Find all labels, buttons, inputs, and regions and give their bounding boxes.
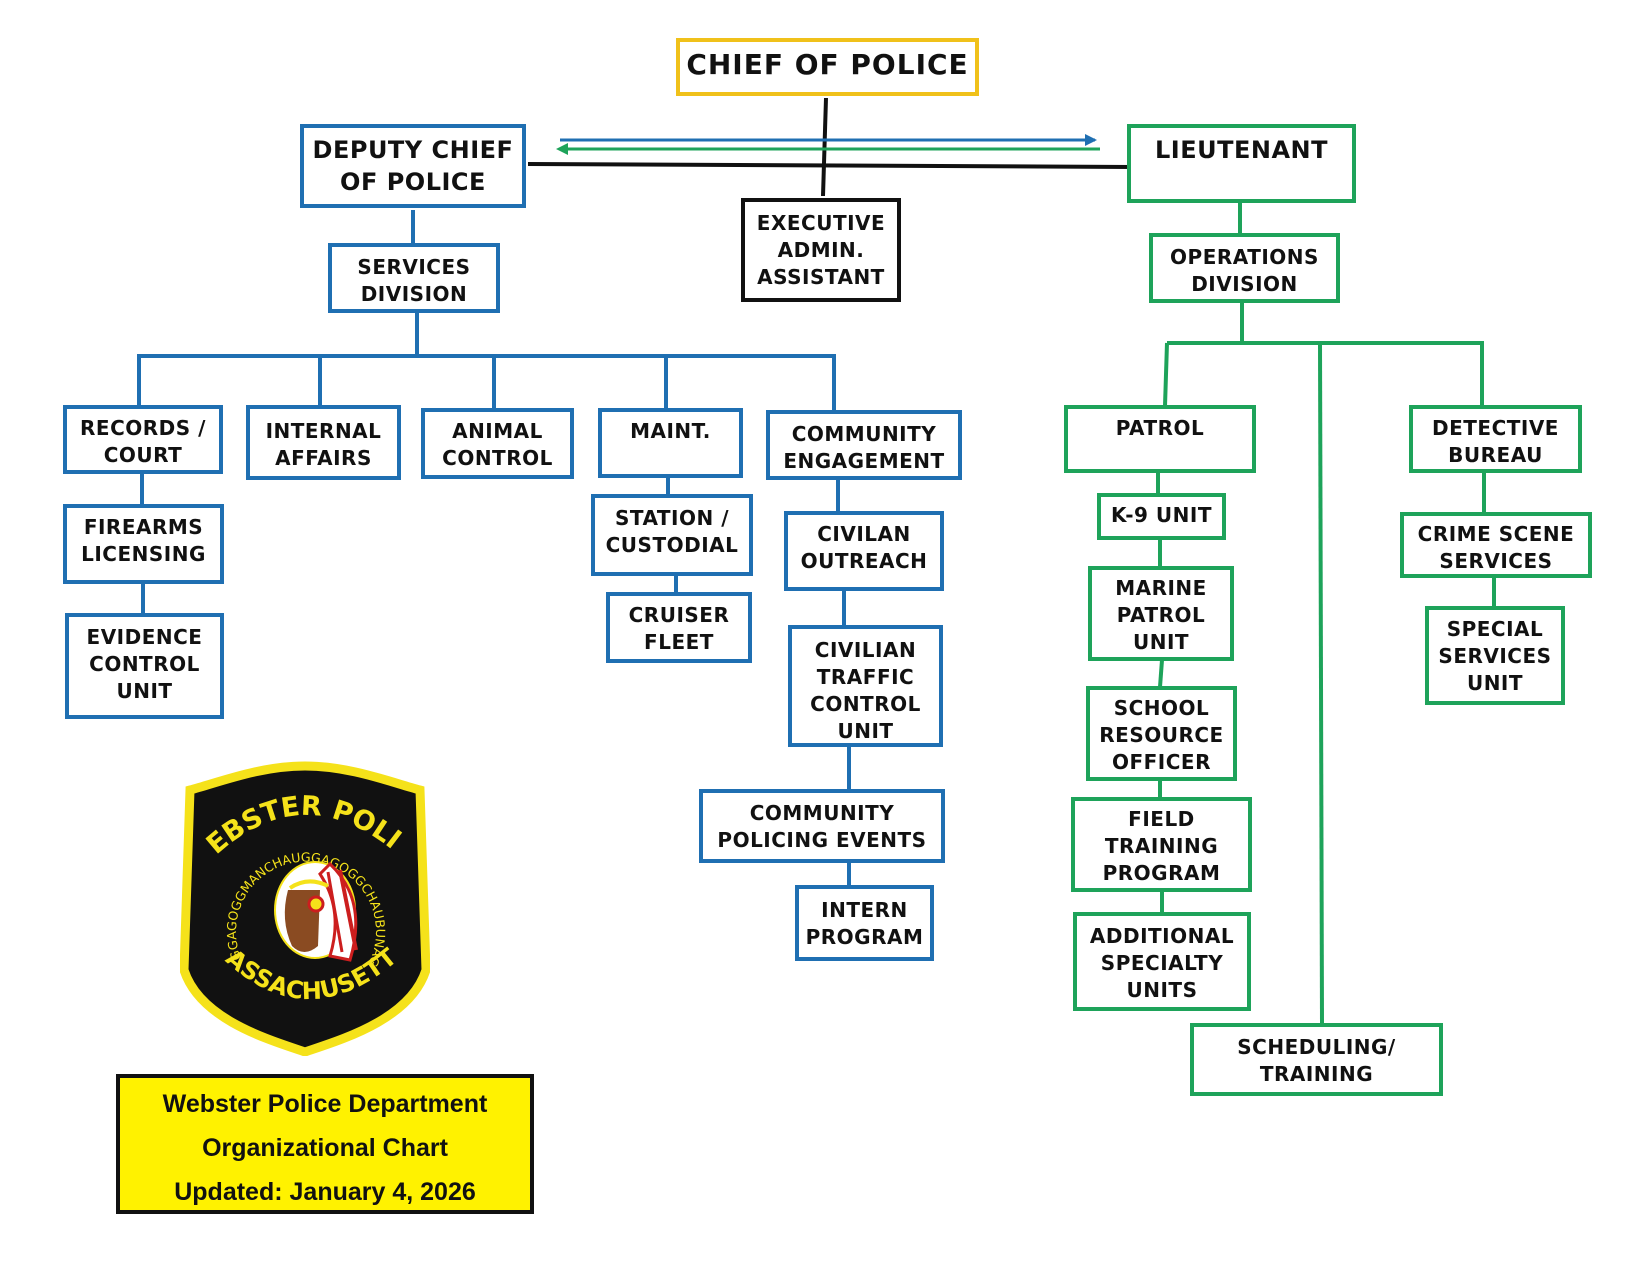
node-label: SCHEDULING/ TRAINING: [1237, 1035, 1396, 1086]
node-label: COMMUNITY ENGAGEMENT: [783, 422, 945, 473]
node-label: INTERN PROGRAM: [805, 898, 924, 949]
connector-line: [1163, 342, 1169, 407]
civilan-outreach-box: CIVILAN OUTREACH: [784, 511, 944, 591]
node-label: INTERNAL AFFAIRS: [265, 419, 382, 470]
node-label: STATION / CUSTODIAL: [605, 506, 739, 557]
node-label: FIREARMS LICENSING: [81, 515, 206, 566]
headdress-emblem: [274, 861, 358, 962]
scheduling-training-box: SCHEDULING/ TRAINING: [1190, 1023, 1443, 1096]
firearms-licensing-box: FIREARMS LICENSING: [63, 504, 224, 584]
deputy-chief-box: DEPUTY CHIEF OF POLICE: [300, 124, 526, 208]
node-label: DETECTIVE BUREAU: [1432, 416, 1559, 467]
node-label: RECORDS / COURT: [80, 416, 206, 467]
node-label: LIEUTENANT: [1155, 136, 1328, 164]
community-policing-events-box: COMMUNITY POLICING EVENTS: [699, 789, 945, 863]
chart-title-line1: Webster Police Department: [162, 1090, 488, 1118]
station-custodial-box: STATION / CUSTODIAL: [591, 494, 753, 576]
node-label: CHIEF OF POLICE: [686, 48, 969, 81]
node-label: COMMUNITY POLICING EVENTS: [717, 801, 927, 852]
k9-unit-box: K-9 UNIT: [1097, 493, 1226, 540]
evidence-control-box: EVIDENCE CONTROL UNIT: [65, 613, 224, 719]
community-engagement-box: COMMUNITY ENGAGEMENT: [766, 410, 962, 480]
connector-line: [821, 97, 828, 197]
arrow-head: [1085, 134, 1097, 146]
connector-line: [1318, 342, 1324, 1025]
animal-control-box: ANIMAL CONTROL: [421, 408, 574, 479]
maint-box: MAINT.: [598, 408, 743, 478]
arrow-head: [556, 143, 568, 155]
marine-patrol-unit-box: MARINE PATROL UNIT: [1088, 566, 1234, 661]
internal-affairs-box: INTERNAL AFFAIRS: [246, 405, 401, 480]
node-label: K-9 UNIT: [1110, 503, 1212, 527]
cruiser-fleet-box: CRUISER FLEET: [606, 592, 752, 663]
node-label: MARINE PATROL UNIT: [1115, 576, 1207, 654]
school-resource-officer-box: SCHOOL RESOURCE OFFICER: [1086, 686, 1237, 781]
node-label: CIVILAN OUTREACH: [800, 522, 928, 573]
special-services-unit-box: SPECIAL SERVICES UNIT: [1425, 606, 1565, 705]
node-label: SERVICES DIVISION: [357, 255, 471, 306]
patrol-box: PATROL: [1064, 405, 1256, 473]
additional-specialty-units-box: ADDITIONAL SPECIALTY UNITS: [1073, 912, 1251, 1011]
node-label: MAINT.: [630, 419, 711, 443]
crime-scene-services-box: CRIME SCENE SERVICES: [1400, 512, 1592, 578]
chart-title-line3: Updated: January 4, 2026: [174, 1178, 476, 1206]
intern-program-box: INTERN PROGRAM: [795, 885, 934, 961]
node-label: OPERATIONS DIVISION: [1170, 245, 1319, 296]
node-label: SCHOOL RESOURCE OFFICER: [1099, 696, 1224, 774]
field-training-program-box: FIELD TRAINING PROGRAM: [1071, 797, 1252, 892]
executive-admin-box: EXECUTIVE ADMIN. ASSISTANT: [741, 198, 901, 302]
civilian-traffic-control-box: CIVILIAN TRAFFIC CONTROL UNIT: [788, 625, 943, 747]
chief-of-police-box: CHIEF OF POLICE: [676, 38, 979, 96]
node-label: ANIMAL CONTROL: [442, 419, 553, 470]
operations-division-box: OPERATIONS DIVISION: [1149, 233, 1340, 303]
node-label: EVIDENCE CONTROL UNIT: [86, 625, 203, 703]
node-label: EXECUTIVE ADMIN. ASSISTANT: [756, 211, 886, 289]
lieutenant-box: LIEUTENANT: [1127, 124, 1356, 203]
node-label: SPECIAL SERVICES UNIT: [1438, 617, 1552, 695]
node-label: DEPUTY CHIEF OF POLICE: [312, 136, 514, 196]
chart-title-line2: Organizational Chart: [202, 1134, 448, 1162]
police-badge-logo: WEBSTER POLICE MASSACHUSETTS LAKE CHARGO…: [180, 760, 430, 1056]
node-label: CRIME SCENE SERVICES: [1417, 522, 1575, 573]
node-label: PATROL: [1115, 416, 1205, 440]
connector-line: [527, 162, 1133, 169]
detective-bureau-box: DETECTIVE BUREAU: [1409, 405, 1582, 473]
node-label: CRUISER FLEET: [628, 603, 730, 654]
services-division-box: SERVICES DIVISION: [328, 243, 500, 313]
node-label: FIELD TRAINING PROGRAM: [1102, 807, 1221, 885]
connector-line: [1158, 659, 1164, 688]
records-court-box: RECORDS / COURT: [63, 405, 223, 474]
node-label: CIVILIAN TRAFFIC CONTROL UNIT: [810, 638, 921, 743]
chart-title-box: Webster Police Department Organizational…: [116, 1074, 534, 1214]
node-label: ADDITIONAL SPECIALTY UNITS: [1089, 924, 1235, 1002]
